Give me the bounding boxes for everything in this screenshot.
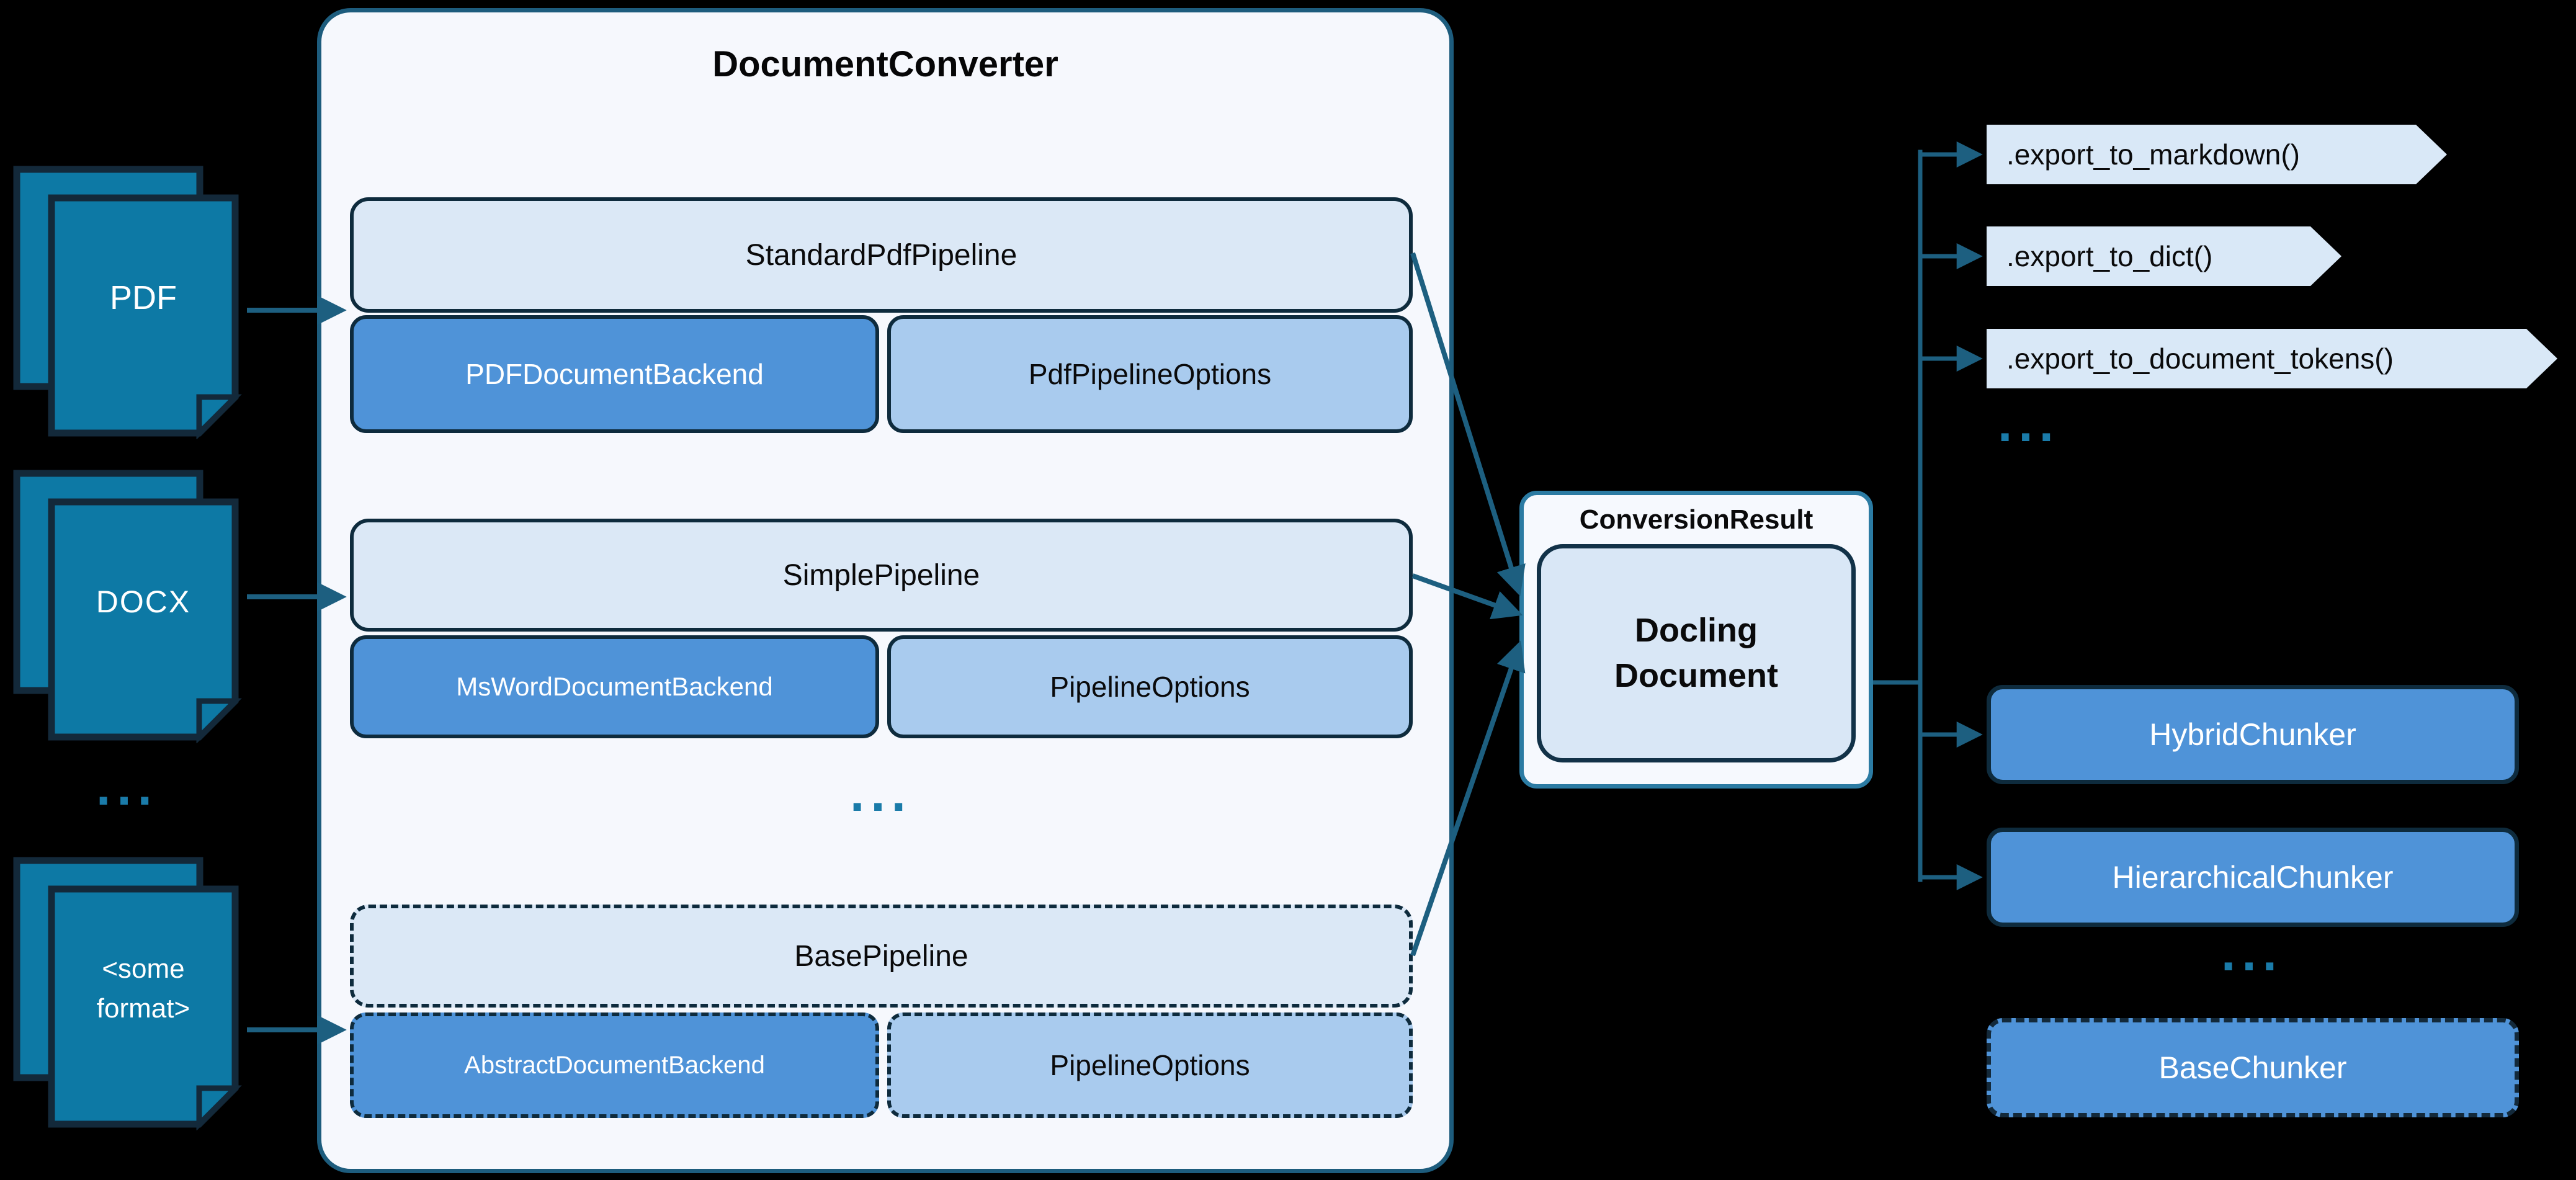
other-format-documents-icon: <some format> — [12, 856, 243, 1131]
stacked-pages-icon — [13, 857, 242, 1131]
docling-document-box: Docling Document — [1537, 544, 1856, 762]
basepipeline-box: BasePipeline — [350, 905, 1413, 1008]
hybridchunker-box: HybridChunker — [1987, 685, 2519, 784]
document-converter-title: DocumentConverter — [712, 43, 1058, 84]
hierarchicalchunker-box: HierarchicalChunker — [1987, 828, 2519, 927]
base-pipelineoptions-box: PipelineOptions — [887, 1012, 1413, 1118]
simplepipeline-box: SimplePipeline — [350, 519, 1413, 632]
export-to-document-tokens-banner: .export_to_document_tokens() — [1987, 329, 2557, 388]
basechunker-box: BaseChunker — [1987, 1018, 2519, 1117]
pipelineoptions-box: PipelineOptions — [887, 635, 1413, 738]
more-exports-ellipsis: ... — [1997, 394, 2060, 452]
more-pipelines-ellipsis: ... — [849, 764, 912, 822]
docx-documents-icon: DOCX — [12, 469, 243, 744]
standardpdfpipeline-box: StandardPdfPipeline — [350, 197, 1413, 313]
pdfdocumentbackend-box: PDFDocumentBackend — [350, 315, 879, 433]
more-input-formats-ellipsis: ... — [96, 758, 158, 816]
pdf-documents-icon: PDF — [12, 165, 243, 440]
more-chunkers-ellipsis: ... — [2220, 923, 2283, 981]
pdf-label: PDF — [110, 279, 177, 316]
abstractdocumentbackend-box: AbstractDocumentBackend — [350, 1012, 879, 1118]
stacked-pages-icon — [13, 470, 242, 744]
pdfpipelineoptions-box: PdfPipelineOptions — [887, 315, 1413, 433]
export-to-markdown-banner: .export_to_markdown() — [1987, 125, 2447, 184]
docx-label: DOCX — [96, 584, 191, 619]
stacked-pages-icon — [13, 166, 242, 440]
mswording-backend-box: MsWordDocumentBackend — [350, 635, 879, 738]
export-to-dict-banner: .export_to_dict() — [1987, 226, 2341, 286]
conversion-result-label: ConversionResult — [1579, 504, 1813, 535]
some-format-label: <some format> — [96, 953, 190, 1024]
